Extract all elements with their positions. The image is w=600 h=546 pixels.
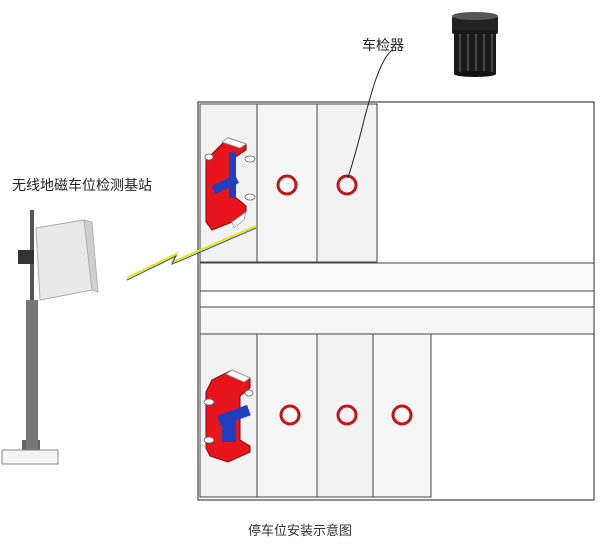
bottom-stall-4 bbox=[372, 333, 432, 498]
bottom-stall-2 bbox=[256, 333, 318, 498]
driving-lane bbox=[199, 262, 595, 335]
sensor-top-2 bbox=[336, 174, 358, 196]
top-stall-3 bbox=[316, 103, 378, 263]
wireless-signal-shadow bbox=[126, 227, 257, 281]
sensors bbox=[276, 174, 413, 426]
car-bottom-icon bbox=[203, 369, 254, 463]
bottom-stall-3 bbox=[316, 333, 374, 498]
top-stall-2 bbox=[256, 103, 318, 263]
wireless-signal-icon bbox=[126, 225, 257, 279]
lane-band-3 bbox=[199, 306, 595, 335]
base-station-label: 无线地磁车位检测基站 bbox=[12, 178, 152, 194]
bottom-row-stalls bbox=[199, 333, 432, 498]
top-row-stalls bbox=[199, 103, 378, 263]
sensor-bottom-3 bbox=[391, 404, 413, 426]
lane-band-2 bbox=[199, 290, 595, 308]
sensor-bottom-2 bbox=[336, 404, 358, 426]
sensor-top-1 bbox=[276, 174, 298, 196]
detector-label: 车检器 bbox=[362, 38, 404, 54]
diagram-caption: 停车位安装示意图 bbox=[247, 524, 352, 539]
sensor-bottom-1 bbox=[279, 404, 301, 426]
lane-band-1 bbox=[199, 262, 595, 292]
detector-leader-line bbox=[347, 49, 393, 179]
car-top-icon bbox=[204, 137, 256, 231]
base-station-icon bbox=[1, 210, 99, 465]
detector-device-icon bbox=[452, 12, 498, 77]
